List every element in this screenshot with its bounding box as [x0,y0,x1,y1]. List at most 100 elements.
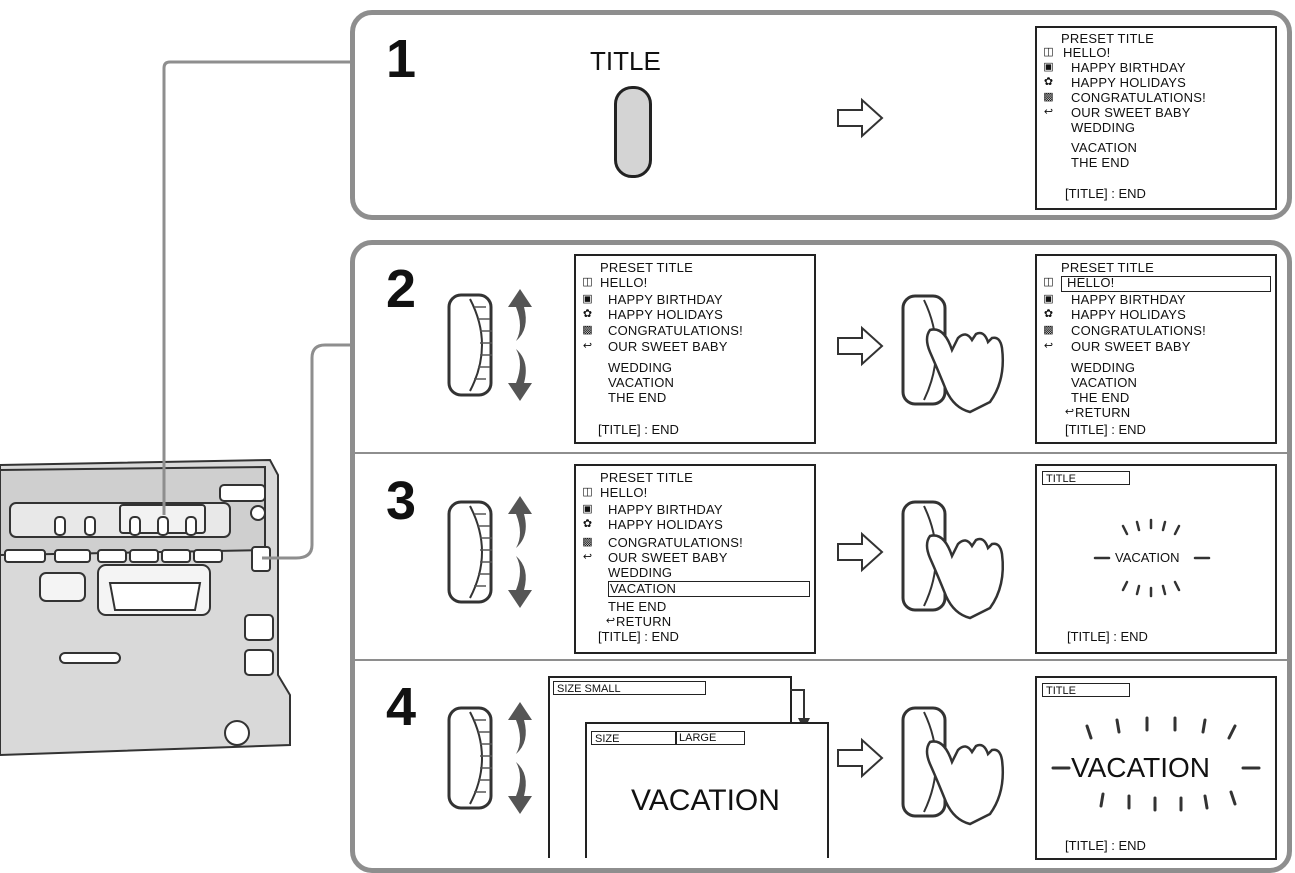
step-number: 2 [386,259,417,319]
gift-icon: ▣ [582,503,593,515]
menu-item: HAPPY HOLIDAYS [1071,75,1187,90]
menu-item: CONGRATULATIONS! [1071,323,1206,338]
menu-screen: PRESET TITLE ◫ HELLO! ▣ HAPPY BIRTHDAY ✿… [1035,26,1277,210]
menu-item: HELLO! [600,485,648,500]
cursor-icon: ◫ [1043,46,1054,58]
jog-dial-icon [447,702,532,814]
return-arrow-icon: ↩ [1064,406,1075,418]
title-word: VACATION [1115,550,1180,565]
end-hint: [TITLE] : END [1065,838,1146,853]
step-number: 3 [386,471,417,531]
menu-header: PRESET TITLE [1061,260,1154,275]
menu-screen: PRESET TITLE ◫ HELLO! ▣ HAPPY BIRTHDAY ✿… [574,254,816,444]
menu-item: OUR SWEET BABY [608,550,728,565]
menu-item: WEDDING [1071,360,1136,375]
gift-icon: ▣ [1043,61,1054,73]
title-box: TITLE [1042,683,1130,697]
camcorder-illustration [0,458,291,757]
menu-item: HELLO! [1063,45,1111,60]
size-divider [675,731,677,745]
pressing-hand-icon [901,706,1004,826]
menu-item: THE END [1071,390,1130,405]
menu-item: HAPPY HOLIDAYS [608,517,724,532]
menu-item: HAPPY HOLIDAYS [608,307,724,322]
menu-header: PRESET TITLE [600,260,693,275]
menu-item: HAPPY BIRTHDAY [608,502,723,517]
menu-item: OUR SWEET BABY [1071,339,1191,354]
menu-item: THE END [608,599,667,614]
menu-item: VACATION [608,375,675,390]
outline-arrow-icon [837,97,884,139]
end-hint: [TITLE] : END [1067,629,1148,644]
return-item: RETURN [616,614,672,629]
return-arrow-icon: ↩ [1043,106,1054,118]
step-divider [355,659,1287,661]
pressing-hand-icon [901,294,1004,414]
menu-screen: PRESET TITLE ◫ HELLO! ▣ HAPPY BIRTHDAY ✿… [574,464,816,654]
end-hint: [TITLE] : END [1065,422,1146,437]
menu-item: HAPPY BIRTHDAY [1071,292,1186,307]
cursor-icon: ◫ [582,276,593,288]
menu-item: WEDDING [1071,120,1136,135]
menu-item: VACATION [610,581,677,596]
menu-item: VACATION [1071,375,1138,390]
rotate-arrows-icon [508,496,532,608]
selection-highlight [608,581,810,597]
menu-item: OUR SWEET BABY [1071,105,1191,120]
cursor-icon: ◫ [582,486,593,498]
menu-item: HAPPY BIRTHDAY [1071,60,1186,75]
step-number: 4 [386,677,417,737]
jog-dial-icon [447,289,532,401]
title-box: TITLE [1042,471,1130,485]
selection-highlight [1061,276,1271,292]
size-large-label: LARGE [679,732,717,744]
gift-icon: ▣ [1043,293,1054,305]
menu-item: CONGRATULATIONS! [608,535,743,550]
menu-item: VACATION [1071,140,1138,155]
size-box: SIZE [591,731,745,745]
menu-item: THE END [608,390,667,405]
title-button-label: TITLE [590,46,661,76]
cake-icon: ▩ [1043,91,1054,103]
return-arrow-icon: ↩ [582,340,593,352]
outline-arrow-icon [837,737,884,779]
sparkle-icon [1051,716,1261,812]
rotate-arrows-icon [508,289,532,401]
menu-item: WEDDING [608,565,673,580]
cake-icon: ▩ [1043,324,1054,336]
menu-item: HELLO! [600,275,648,290]
title-button[interactable] [614,86,652,178]
title-word: VACATION [1071,752,1210,783]
holly-icon: ✿ [1043,308,1054,320]
return-arrow-icon: ↩ [582,551,593,563]
pressing-hand-icon [901,500,1004,620]
size-small-box: SIZE SMALL [553,681,706,695]
menu-screen: PRESET TITLE ◫ HELLO! ▣ HAPPY BIRTHDAY ✿… [1035,254,1277,444]
end-hint: [TITLE] : END [598,629,679,644]
cursor-icon: ◫ [1043,276,1054,288]
size-large-word: VACATION [631,784,780,817]
menu-item: HAPPY BIRTHDAY [608,292,723,307]
outline-arrow-icon [837,531,884,573]
menu-item: CONGRATULATIONS! [1071,90,1206,105]
menu-item: THE END [1071,155,1130,170]
holly-icon: ✿ [1043,76,1054,88]
menu-item: HELLO! [1067,275,1115,290]
menu-item: HAPPY HOLIDAYS [1071,307,1187,322]
holly-icon: ✿ [582,308,593,320]
title-preview-screen: TITLE VACATION [TITLE] : END [1035,464,1277,654]
gift-icon: ▣ [582,293,593,305]
menu-item: CONGRATULATIONS! [608,323,743,338]
title-preview-screen: TITLE VACATION [TITLE] : END [1035,676,1277,860]
return-arrow-icon: ↩ [1043,340,1054,352]
step-divider [355,452,1287,454]
connector-lines [162,60,352,560]
return-item: RETURN [1075,405,1131,420]
menu-header: PRESET TITLE [600,470,693,485]
jog-dial-icon [447,496,532,608]
cake-icon: ▩ [582,324,593,336]
end-hint: [TITLE] : END [1065,186,1146,201]
menu-item: OUR SWEET BABY [608,339,728,354]
return-arrow-icon: ↩ [605,615,616,627]
